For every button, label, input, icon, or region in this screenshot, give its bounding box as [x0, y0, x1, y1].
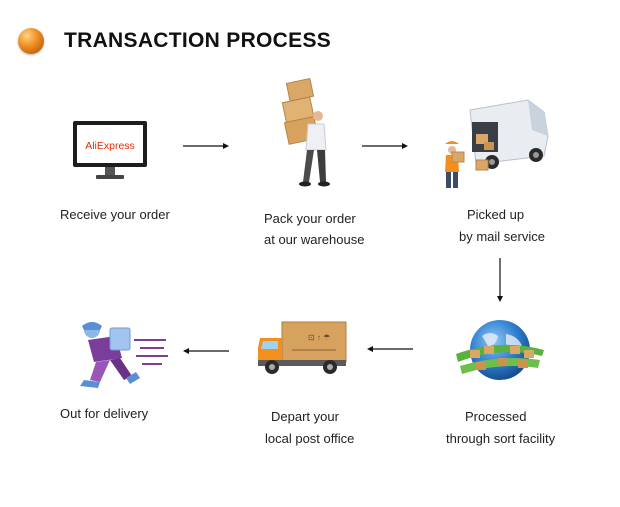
step-label-2: Pack your order at our warehouse [264, 211, 365, 247]
orange-ball-icon [18, 28, 44, 54]
step-out-for-delivery [70, 318, 170, 392]
step-picked-up [440, 98, 558, 194]
arrow-left-icon [183, 348, 229, 354]
page-title: TRANSACTION PROCESS [64, 29, 332, 52]
running-courier-icon [80, 322, 168, 388]
man-carrying-boxes-icon [281, 78, 330, 187]
step-label-6: Out for delivery [60, 406, 149, 421]
arrow-down-icon [497, 258, 503, 302]
arrow-left-icon [367, 346, 413, 352]
arrow-right-icon [362, 143, 408, 149]
step-receive-order: AliExpress [72, 120, 148, 182]
delivery-truck-icon: ⊡ ↑ ☂ [258, 321, 347, 374]
step-label-4: Processed [465, 409, 527, 424]
svg-text:⊡ ↑ ☂: ⊡ ↑ ☂ [308, 333, 330, 342]
header: TRANSACTION PROCESS [18, 26, 331, 56]
step-pack-order [276, 78, 338, 190]
step-label-3b: by mail service [459, 229, 545, 244]
step-label-1: Receive your order [60, 207, 170, 222]
step-sort-facility [452, 316, 548, 388]
step-label-3: Picked up [467, 207, 525, 222]
brand-logo-text: AliExpress [85, 140, 135, 152]
step-label-4b: through sort facility [446, 431, 556, 446]
step-label-5: Depart your [271, 409, 339, 424]
arrow-right-icon [183, 143, 229, 149]
globe-with-packages-icon [456, 320, 544, 380]
computer-monitor-icon: AliExpress [73, 121, 147, 179]
step-depart-post-office: ⊡ ↑ ☂ [256, 320, 348, 376]
delivery-van-icon [445, 99, 549, 188]
step-label-5b: local post office [265, 431, 355, 446]
